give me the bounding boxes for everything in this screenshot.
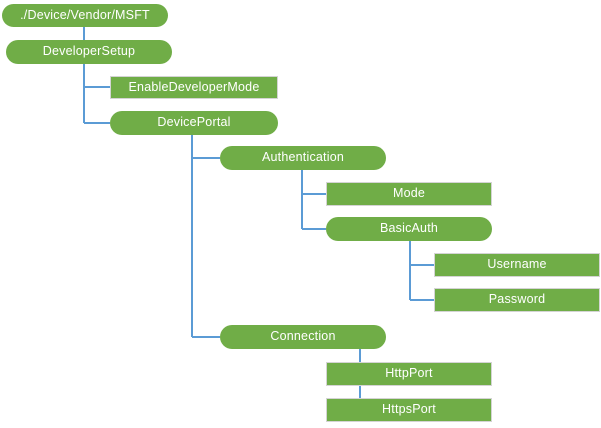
tree-node-label: Mode	[392, 186, 426, 201]
edge-basicauth-to-password	[409, 241, 434, 301]
tree-node-httpsport[interactable]: HttpsPort	[326, 398, 492, 422]
tree-node-enabledev[interactable]: EnableDeveloperMode	[110, 76, 278, 99]
tree-node-connection[interactable]: Connection	[220, 325, 386, 349]
tree-node-label: EnableDeveloperMode	[128, 79, 260, 94]
edge-auth-to-basicauth	[301, 170, 326, 230]
edge-deviceportal-to-auth	[191, 135, 220, 159]
edge-devsetup-to-enabledev	[83, 64, 110, 88]
tree-node-label: Username	[487, 257, 547, 272]
tree-node-username[interactable]: Username	[434, 253, 600, 277]
edge-deviceportal-to-connection	[191, 135, 220, 338]
edge-basicauth-to-username	[409, 241, 434, 266]
tree-node-label: Connection	[270, 329, 336, 344]
tree-node-basicauth[interactable]: BasicAuth	[326, 217, 492, 241]
tree-node-label: HttpPort	[385, 366, 433, 381]
tree-node-mode[interactable]: Mode	[326, 182, 492, 206]
tree-node-label: HttpsPort	[382, 402, 436, 417]
tree-node-label: Authentication	[261, 150, 345, 165]
tree-node-label: Password	[488, 292, 546, 307]
tree-node-password[interactable]: Password	[434, 288, 600, 312]
tree-node-label: DevicePortal	[157, 115, 231, 130]
tree-node-httpport[interactable]: HttpPort	[326, 362, 492, 386]
tree-node-label: DeveloperSetup	[42, 44, 136, 59]
edge-devsetup-to-deviceportal	[83, 64, 110, 124]
tree-node-deviceportal[interactable]: DevicePortal	[110, 111, 278, 135]
tree-node-label: BasicAuth	[379, 221, 439, 236]
tree-node-label: ./Device/Vendor/MSFT	[20, 7, 150, 22]
tree-node-root[interactable]: ./Device/Vendor/MSFT	[2, 4, 168, 27]
edge-auth-to-mode	[301, 170, 326, 195]
tree-node-auth[interactable]: Authentication	[220, 146, 386, 170]
tree-node-devsetup[interactable]: DeveloperSetup	[6, 40, 172, 64]
